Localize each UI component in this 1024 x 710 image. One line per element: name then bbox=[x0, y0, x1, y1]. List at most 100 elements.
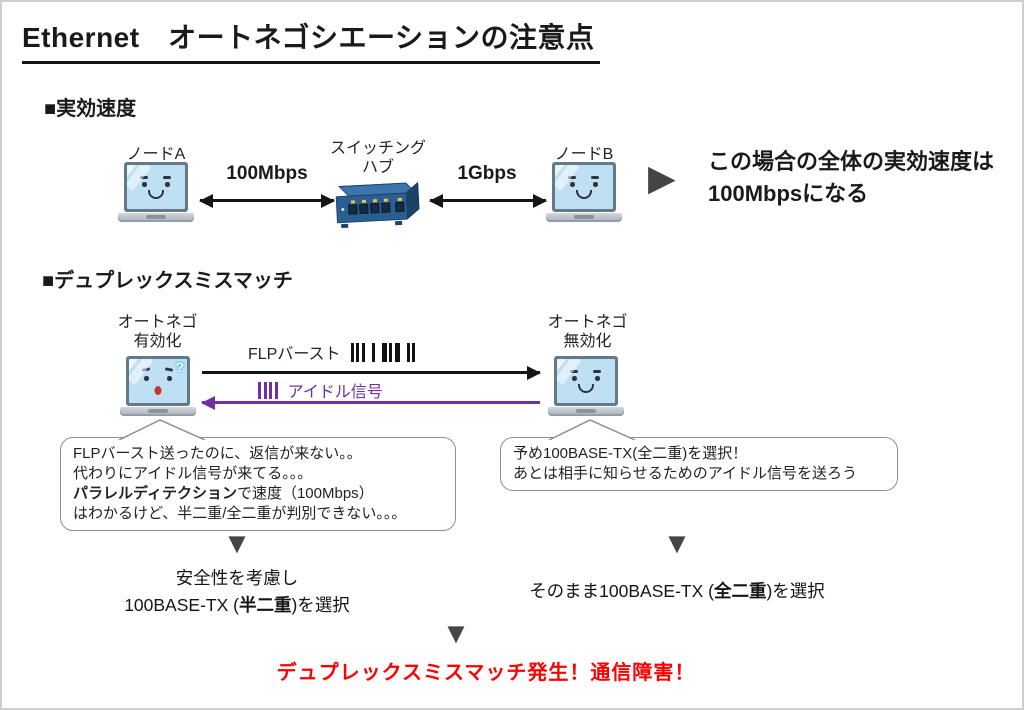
speed-conclusion-line2: 100Mbpsになる bbox=[708, 180, 869, 206]
eyebrow-icon bbox=[568, 176, 576, 179]
right-bubble-line2: あとは相手に知らせるためのアイドル信号を送ろう bbox=[513, 465, 857, 483]
node-b-label: ノードB bbox=[554, 146, 614, 163]
speed-conclusion: この場合の全体の実効速度は 100Mbpsになる bbox=[708, 146, 994, 210]
laptop-trackpad bbox=[146, 215, 166, 219]
laptop-base bbox=[548, 407, 624, 416]
left-result-post: )を選択 bbox=[291, 595, 350, 616]
link-a-hub-arrow bbox=[199, 193, 335, 208]
laptop-face-confused: ? bbox=[129, 359, 187, 403]
switching-hub-icon bbox=[332, 170, 427, 235]
arrowhead-left-icon bbox=[199, 193, 213, 208]
laptop-base bbox=[546, 213, 622, 222]
eye-icon bbox=[570, 182, 575, 187]
hub-ports bbox=[348, 197, 405, 216]
half-duplex-term: 半二重 bbox=[238, 595, 292, 616]
link-a-speed-label: 100Mbps bbox=[226, 163, 308, 184]
laptop-screen bbox=[124, 162, 188, 212]
speed-conclusion-line1: この場合の全体の実効速度は bbox=[708, 149, 995, 174]
ethernet-port-icon bbox=[395, 197, 405, 213]
surprised-mouth-icon bbox=[154, 386, 162, 395]
eyebrow-icon bbox=[570, 370, 578, 373]
autoneg-disabled-line1: オートネゴ bbox=[547, 314, 628, 331]
hub-label: スイッチング ハブ bbox=[328, 139, 428, 177]
pointer-down-right-icon: ▼ bbox=[662, 528, 692, 560]
eyebrow-icon bbox=[164, 367, 174, 372]
flp-burst-text: FLPバースト bbox=[248, 346, 341, 363]
eye-icon bbox=[593, 182, 598, 187]
arrowhead-right-icon bbox=[527, 365, 541, 380]
eye-icon bbox=[142, 182, 147, 187]
arrowhead-right-icon bbox=[533, 193, 547, 208]
hub-power-led-icon bbox=[341, 207, 345, 212]
laptop-face bbox=[127, 165, 185, 209]
autoneg-enabled-line2: 有効化 bbox=[133, 333, 182, 351]
question-mark-icon: ? bbox=[175, 359, 184, 375]
flp-burst-arrow bbox=[202, 365, 541, 380]
left-bubble-line1: FLPバースト送ったのに、返信が来ない。。 bbox=[73, 445, 362, 462]
eyebrow-icon bbox=[591, 176, 599, 179]
autoneg-enabled-label: オートネゴ 有効化 bbox=[110, 313, 205, 351]
eye-icon bbox=[595, 376, 600, 381]
laptop-screen bbox=[554, 356, 618, 406]
section-duplex-heading: ■デュプレックスミスマッチ bbox=[42, 270, 293, 292]
arrowhead-left-icon bbox=[429, 193, 443, 208]
ethernet-port-icon bbox=[370, 199, 380, 214]
laptop-autoneg-on-icon: ? bbox=[120, 356, 196, 416]
eye-icon bbox=[165, 182, 170, 187]
idle-signal-label: アイドル信号 bbox=[258, 378, 383, 402]
pointer-down-left-icon: ▼ bbox=[222, 528, 252, 560]
eye-icon bbox=[167, 376, 172, 381]
right-speech-bubble: 予め100BASE-TX(全二重)を選択！ あとは相手に知らせるためのアイドル信… bbox=[500, 437, 898, 492]
duplex-mismatch-warning: デュプレックスミスマッチ発生！通信障害！ bbox=[276, 662, 696, 684]
eye-icon bbox=[572, 376, 577, 381]
autoneg-enabled-line1: オートネゴ bbox=[117, 314, 198, 331]
laptop-trackpad bbox=[574, 215, 594, 219]
hub-front-face bbox=[335, 192, 408, 224]
laptop-node-a-icon bbox=[118, 162, 194, 222]
idle-signal-bars-icon bbox=[258, 381, 278, 399]
page-title: Ethernet オートネゴシエーションの注意点 bbox=[22, 16, 601, 64]
smile-mouth-icon bbox=[148, 190, 164, 199]
smile-mouth-icon bbox=[576, 190, 592, 199]
ethernet-port-icon bbox=[359, 199, 369, 215]
eyebrow-icon bbox=[141, 367, 151, 372]
eyebrow-icon bbox=[593, 370, 601, 373]
flp-burst-bars-icon bbox=[350, 342, 416, 362]
eyebrow-icon bbox=[140, 176, 148, 179]
ethernet-port-icon bbox=[348, 200, 358, 215]
right-bubble-line1: 予め100BASE-TX(全二重)を選択！ bbox=[513, 445, 748, 462]
link-b-speed-label: 1Gbps bbox=[457, 163, 517, 184]
left-result-line1: 安全性を考慮し bbox=[175, 568, 299, 588]
right-bubble-pointer bbox=[548, 419, 636, 440]
eye-icon bbox=[144, 376, 149, 381]
parallel-detection-term: パラレルディテクション bbox=[73, 485, 237, 503]
laptop-node-b-icon bbox=[546, 162, 622, 222]
full-duplex-term: 全二重 bbox=[713, 581, 767, 601]
left-bubble-line4: はわかるけど、半二重/全二重が判別できない。。。 bbox=[73, 505, 407, 523]
eyebrow-icon bbox=[163, 176, 171, 179]
hub-label-line1: スイッチング bbox=[329, 140, 426, 157]
node-a-label: ノードA bbox=[126, 146, 186, 163]
right-result: そのまま100BASE-TX (全二重)を選択 bbox=[490, 578, 864, 605]
pointer-right-icon: ▶ bbox=[648, 157, 676, 198]
hub-label-line2: ハブ bbox=[361, 159, 394, 177]
laptop-autoneg-off-icon bbox=[548, 356, 624, 416]
ethernet-port-icon bbox=[381, 198, 391, 213]
pointer-down-center-icon: ▼ bbox=[441, 618, 471, 650]
laptop-base bbox=[118, 213, 194, 222]
autoneg-disabled-line2: 無効化 bbox=[563, 333, 612, 351]
hub-leg bbox=[341, 223, 349, 229]
laptop-trackpad bbox=[148, 409, 168, 413]
idle-signal-arrow bbox=[201, 395, 540, 410]
laptop-screen: ? bbox=[126, 356, 190, 406]
left-bubble-line3: パラレルディテクションで速度（100Mbps） bbox=[73, 484, 443, 504]
left-result-pre: 100BASE-TX ( bbox=[124, 595, 239, 616]
autoneg-disabled-label: オートネゴ 無効化 bbox=[540, 313, 635, 351]
smile-mouth-icon bbox=[578, 384, 594, 393]
left-result: 安全性を考慮し 100BASE-TX (半二重)を選択 bbox=[77, 565, 397, 619]
right-result-post: )を選択 bbox=[766, 581, 825, 601]
left-bubble-pointer bbox=[118, 419, 206, 440]
section-speed-heading: ■実効速度 bbox=[44, 98, 137, 120]
flp-burst-label: FLPバースト bbox=[248, 340, 416, 364]
